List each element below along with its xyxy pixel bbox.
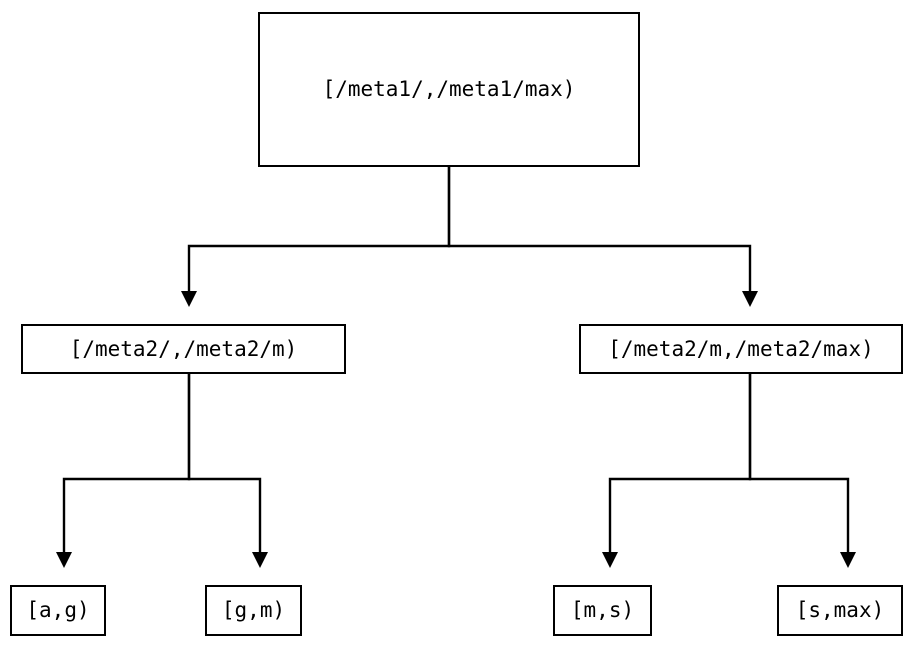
tree-node-label: [/meta2/,/meta2/m)	[69, 336, 298, 361]
tree-node-label: [a,g)	[26, 598, 90, 622]
tree-node-root[interactable]: [/meta1/,/meta1/max)	[258, 12, 640, 167]
tree-node-leaf-ms[interactable]: [m,s)	[553, 585, 652, 636]
edge-root-meta2-low	[181, 167, 451, 307]
edge-meta2-low-leaf-ag	[56, 374, 191, 568]
tree-node-meta2-high[interactable]: [/meta2/m,/meta2/max)	[579, 324, 903, 374]
tree-node-leaf-gm[interactable]: [g,m)	[205, 585, 302, 636]
arrowhead-icon	[742, 291, 758, 307]
tree-node-meta2-low[interactable]: [/meta2/,/meta2/m)	[21, 324, 346, 374]
edge-meta2-low-leaf-gm	[187, 374, 268, 568]
arrowhead-icon	[602, 552, 618, 568]
arrowhead-icon	[56, 552, 72, 568]
edge-root-meta2-high	[447, 167, 758, 307]
arrowhead-icon	[181, 291, 197, 307]
arrowhead-icon	[252, 552, 268, 568]
tree-node-leaf-ag[interactable]: [a,g)	[10, 585, 106, 636]
tree-node-label: [/meta1/,/meta1/max)	[322, 77, 576, 101]
arrowhead-icon	[840, 552, 856, 568]
tree-node-label: [s,max)	[795, 598, 885, 622]
tree-node-label: [g,m)	[221, 598, 286, 622]
edge-meta2-high-leaf-ms	[602, 374, 752, 568]
tree-node-label: [m,s)	[570, 598, 635, 622]
tree-node-label: [/meta2/m,/meta2/max)	[608, 336, 874, 361]
edge-meta2-high-leaf-smax	[748, 374, 856, 568]
tree-node-leaf-smax[interactable]: [s,max)	[777, 585, 903, 636]
